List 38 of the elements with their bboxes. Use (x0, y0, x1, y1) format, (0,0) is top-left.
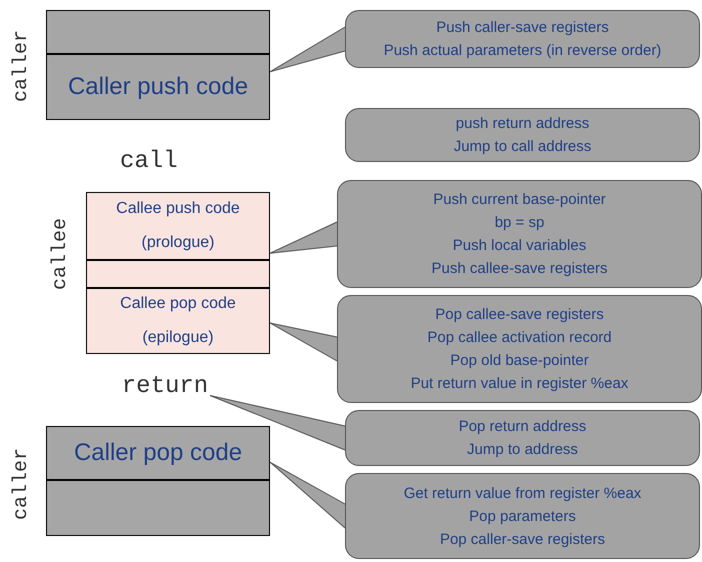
callout-text: Pop caller-save registers (440, 530, 606, 550)
code-box (86, 288, 270, 354)
callout-text: Pop return address (458, 417, 586, 437)
callout-text: Push callee-save registers (432, 259, 608, 279)
callout-text: push return address (456, 114, 590, 134)
callout-bubble (337, 295, 702, 403)
callout-bubble (345, 108, 700, 162)
empty-box (86, 260, 270, 288)
step-label: return (120, 370, 210, 404)
empty-box (46, 480, 270, 536)
callout-text: Pop callee activation record (427, 328, 612, 348)
box-text: Caller push code (68, 72, 248, 102)
callout-text: Pop parameters (469, 506, 576, 526)
callout-text: Get return value from register %eax (404, 484, 642, 504)
empty-box (46, 10, 270, 54)
callout-bubble (337, 180, 702, 288)
code-box (86, 192, 270, 260)
side-label: callee (48, 218, 73, 290)
side-label: caller (9, 448, 34, 520)
box-text: Callee pop code (120, 294, 236, 314)
callout-text: Push caller-save registers (436, 18, 609, 38)
callout-text: Push local variables (452, 236, 586, 256)
callout-text: Jump to call address (454, 137, 592, 157)
callout-text: Push current base-pointer (433, 190, 606, 210)
code-box (46, 426, 270, 480)
step-label: call (120, 147, 178, 177)
box-text: Callee push code (116, 199, 240, 219)
box-text: (epilogue) (142, 328, 214, 348)
callout-text: Pop callee-save registers (435, 305, 604, 325)
callout-text: bp = sp (494, 213, 544, 233)
box-text: (prologue) (142, 233, 214, 253)
callout-text: Pop old base-pointer (450, 351, 589, 371)
callout-text: Push actual parameters (in reverse order) (384, 41, 662, 61)
side-label: caller (9, 30, 34, 102)
callout-text: Put return value in register %eax (410, 374, 628, 394)
callout-text: Jump to address (467, 440, 578, 460)
code-box (46, 54, 270, 120)
box-text: Caller pop code (74, 438, 242, 468)
